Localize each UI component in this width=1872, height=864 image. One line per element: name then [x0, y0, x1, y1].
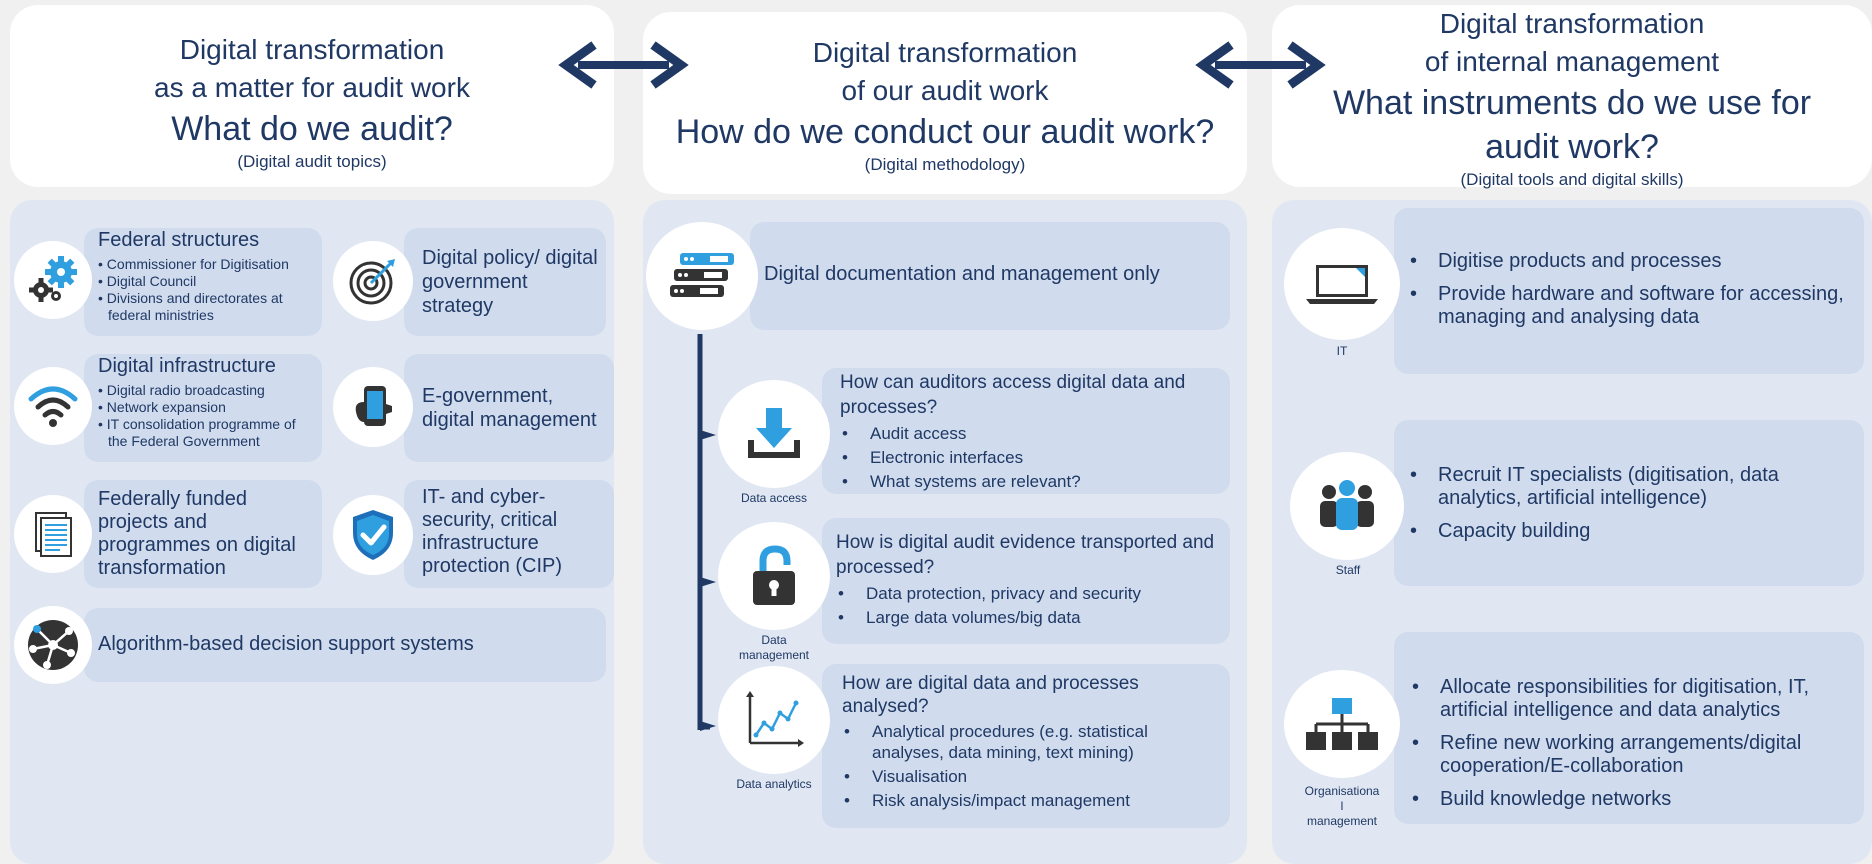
- caption-line: l: [1340, 799, 1344, 813]
- list-item: Large data volumes/big data: [836, 607, 1222, 628]
- flow-connector: [697, 334, 716, 731]
- organisational-box: Allocate responsibilities for digitisati…: [1394, 632, 1864, 824]
- list-item: Digital radio broadcasting: [98, 382, 312, 399]
- topic-e-government: E-government, digital management: [404, 354, 614, 462]
- topic-cyber-security: IT- and cyber-security, critical infrast…: [404, 480, 614, 588]
- org-chart-icon: [1284, 670, 1400, 778]
- gears-icon: [14, 241, 92, 319]
- topic-federally-funded-projects: Federally funded projects and programmes…: [84, 480, 322, 588]
- list-item: Digitise products and processes: [1408, 250, 1856, 273]
- list-item: Audit access: [840, 423, 1222, 444]
- list-item: Commissioner for Digitisation: [98, 256, 312, 273]
- caption-line: Organisationa: [1304, 784, 1380, 798]
- list-item: IT consolidation programme of the Federa…: [98, 416, 312, 450]
- header-line1: Digital transformation: [179, 34, 445, 65]
- header-internal-management: Digital transformation of internal manag…: [1272, 5, 1872, 189]
- header-subtitle: (Digital tools and digital skills): [1460, 170, 1684, 189]
- it-caption: IT: [1336, 344, 1348, 358]
- documentation-title: Digital documentation and management onl…: [764, 263, 1160, 285]
- header-line1: Digital transformation: [812, 37, 1078, 68]
- header-methodology: Digital transformation of our audit work…: [643, 12, 1247, 194]
- target-icon: [333, 241, 413, 321]
- data-access-caption: Data access: [740, 491, 808, 505]
- list-item: Network expansion: [98, 399, 312, 416]
- documentation-box: Digital documentation and management onl…: [750, 222, 1230, 330]
- data-access-box: How can auditors access digital data and…: [822, 368, 1230, 494]
- organisational-caption: Organisationa l management: [1292, 784, 1392, 829]
- topic-digital-policy: Digital policy/ digital government strat…: [404, 228, 606, 336]
- list-item: Provide hardware and software for access…: [1408, 283, 1856, 329]
- double-arrow-icon: [1195, 41, 1326, 89]
- topic-title: Federally funded projects and programmes…: [98, 488, 296, 579]
- list-item: Recruit IT specialists (digitisation, da…: [1408, 464, 1856, 510]
- list-item: What systems are relevant?: [840, 471, 1222, 492]
- section-title: How are digital data and processes analy…: [842, 673, 1139, 717]
- data-analytics-caption: Data analytics: [736, 777, 812, 791]
- it-list: Digitise products and processes Provide …: [1408, 250, 1856, 329]
- topic-title: Algorithm-based decision support systems: [98, 633, 474, 655]
- line-chart-icon: [718, 666, 830, 774]
- shield-icon: [333, 495, 413, 575]
- topic-title: Federal structures: [98, 229, 260, 251]
- data-analytics-box: How are digital data and processes analy…: [822, 664, 1230, 828]
- header-line2: as a matter for audit work: [154, 72, 470, 103]
- header-line2: of our audit work: [841, 75, 1049, 106]
- list-item: Capacity building: [1408, 520, 1856, 543]
- section-title: How is digital audit evidence transporte…: [836, 532, 1215, 578]
- topic-list: Commissioner for Digitisation Digital Co…: [98, 256, 312, 324]
- topic-title: Digital infrastructure: [98, 355, 276, 377]
- organisational-list: Allocate responsibilities for digitisati…: [1410, 676, 1856, 811]
- document-icon: [14, 495, 92, 573]
- section-list: Data protection, privacy and security La…: [836, 583, 1222, 628]
- topic-title: IT- and cyber-security, critical infrast…: [422, 486, 563, 577]
- download-icon: [718, 380, 830, 488]
- header-line1: Digital transformation: [1439, 8, 1705, 39]
- topic-digital-infrastructure: Digital infrastructure Digital radio bro…: [84, 354, 322, 462]
- people-icon: [1290, 452, 1404, 560]
- list-item: Data protection, privacy and security: [836, 583, 1222, 604]
- topic-title: Digital policy/ digital government strat…: [422, 247, 598, 317]
- header-audit-topics: Digital transformation as a matter for a…: [10, 5, 614, 187]
- header-subtitle: (Digital methodology): [864, 155, 1026, 174]
- staff-box: Recruit IT specialists (digitisation, da…: [1394, 420, 1864, 586]
- it-box: Digitise products and processes Provide …: [1394, 208, 1864, 374]
- topic-list: Digital radio broadcasting Network expan…: [98, 382, 312, 450]
- caption-line: management: [1306, 814, 1378, 828]
- section-title: How can auditors access digital data and…: [840, 372, 1186, 418]
- smartphone-icon: [333, 367, 413, 447]
- list-item: Build knowledge networks: [1410, 788, 1856, 811]
- staff-caption: Staff: [1335, 563, 1361, 577]
- data-management-caption: Data management: [738, 633, 810, 662]
- header-question: How do we conduct our audit work?: [675, 113, 1215, 151]
- data-management-box: How is digital audit evidence transporte…: [822, 518, 1230, 644]
- list-item: Electronic interfaces: [840, 447, 1222, 468]
- padlock-icon: [718, 522, 830, 630]
- double-arrow-icon: [558, 41, 689, 89]
- laptop-icon: [1284, 228, 1400, 340]
- header-line2: of internal management: [1424, 46, 1720, 77]
- list-item: Digital Council: [98, 273, 312, 290]
- header-question: What do we audit?: [171, 110, 453, 148]
- brain-network-icon: [14, 606, 92, 684]
- header-subtitle: (Digital audit topics): [237, 152, 387, 171]
- topic-algorithm-based-systems: Algorithm-based decision support systems: [84, 608, 606, 682]
- list-item: Visualisation: [842, 766, 1222, 787]
- staff-list: Recruit IT specialists (digitisation, da…: [1408, 464, 1856, 543]
- list-item: Divisions and directorates at federal mi…: [98, 290, 312, 324]
- list-item: Refine new working arrangements/digital …: [1410, 732, 1856, 778]
- server-icon: [646, 222, 758, 330]
- list-item: Analytical procedures (e.g. statistical …: [842, 721, 1222, 763]
- wifi-icon: [14, 367, 92, 445]
- header-question: What instruments do we use for audit wor…: [1332, 84, 1812, 166]
- section-list: Audit access Electronic interfaces What …: [840, 423, 1222, 492]
- list-item: Allocate responsibilities for digitisati…: [1410, 676, 1856, 722]
- topic-federal-structures: Federal structures Commissioner for Digi…: [84, 228, 322, 336]
- section-list: Analytical procedures (e.g. statistical …: [842, 721, 1222, 811]
- list-item: Risk analysis/impact management: [842, 790, 1222, 811]
- topic-title: E-government, digital management: [422, 385, 597, 431]
